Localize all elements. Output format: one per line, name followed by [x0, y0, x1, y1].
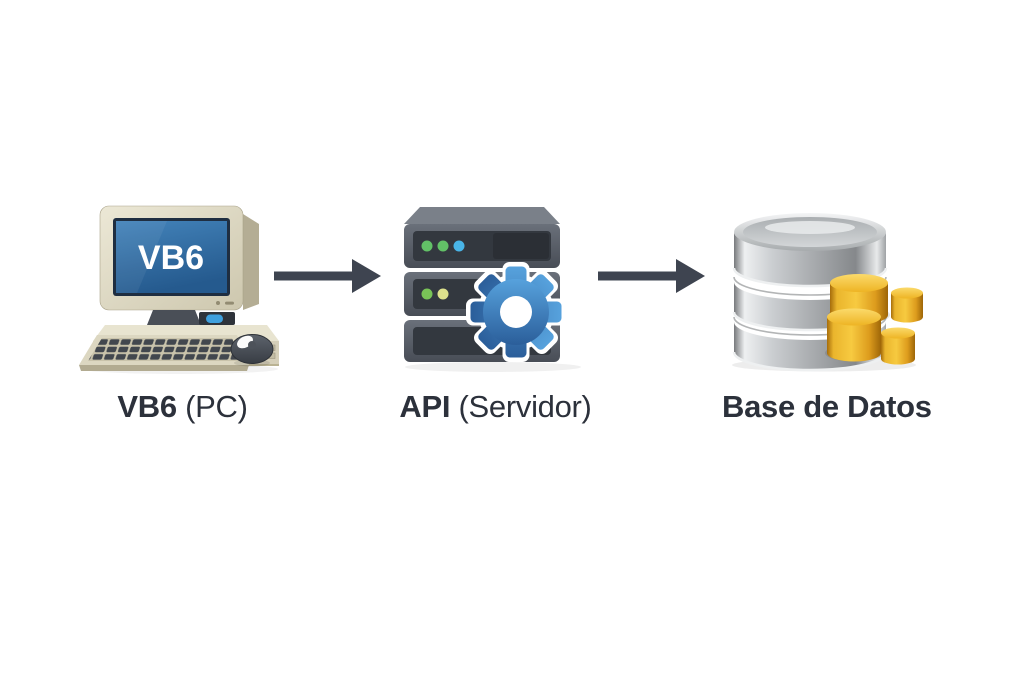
- api-label-bold: API: [399, 389, 451, 424]
- arrow-pc-to-api: [274, 259, 381, 293]
- node-pc: VB6: [75, 198, 290, 376]
- pc-label: VB6 (PC): [75, 389, 290, 425]
- api-label: API (Servidor): [398, 389, 593, 425]
- pc-label-bold: VB6: [117, 389, 177, 424]
- mouse-icon: [230, 334, 274, 367]
- pc-screen-text: VB6: [138, 239, 204, 277]
- api-label-rest: (Servidor): [450, 389, 592, 424]
- monitor: VB6: [99, 205, 259, 311]
- server-shadow: [405, 362, 581, 372]
- server-gear-icon: [404, 207, 581, 372]
- led-blue: [453, 240, 465, 252]
- gold-cylinders: [825, 274, 923, 365]
- power-button: [206, 314, 223, 323]
- keyboard: [79, 335, 249, 371]
- database-icon: [732, 213, 923, 372]
- arrow-api-to-db: [598, 259, 705, 293]
- retro-pc-icon: VB6: [79, 205, 279, 374]
- led-green: [421, 288, 433, 300]
- db-label-bold: Base de Datos: [722, 389, 932, 424]
- node-db: [726, 203, 931, 375]
- database-cylinder: [732, 213, 888, 372]
- pc-label-rest: (PC): [176, 389, 248, 424]
- led-yellow: [437, 288, 449, 300]
- db-label: Base de Datos: [722, 389, 932, 425]
- node-api: [398, 202, 593, 374]
- led-green: [421, 240, 433, 252]
- gear-icon: [466, 262, 566, 362]
- monitor-stand: [147, 310, 235, 325]
- led-green: [437, 240, 449, 252]
- monitor-screen: [116, 221, 227, 293]
